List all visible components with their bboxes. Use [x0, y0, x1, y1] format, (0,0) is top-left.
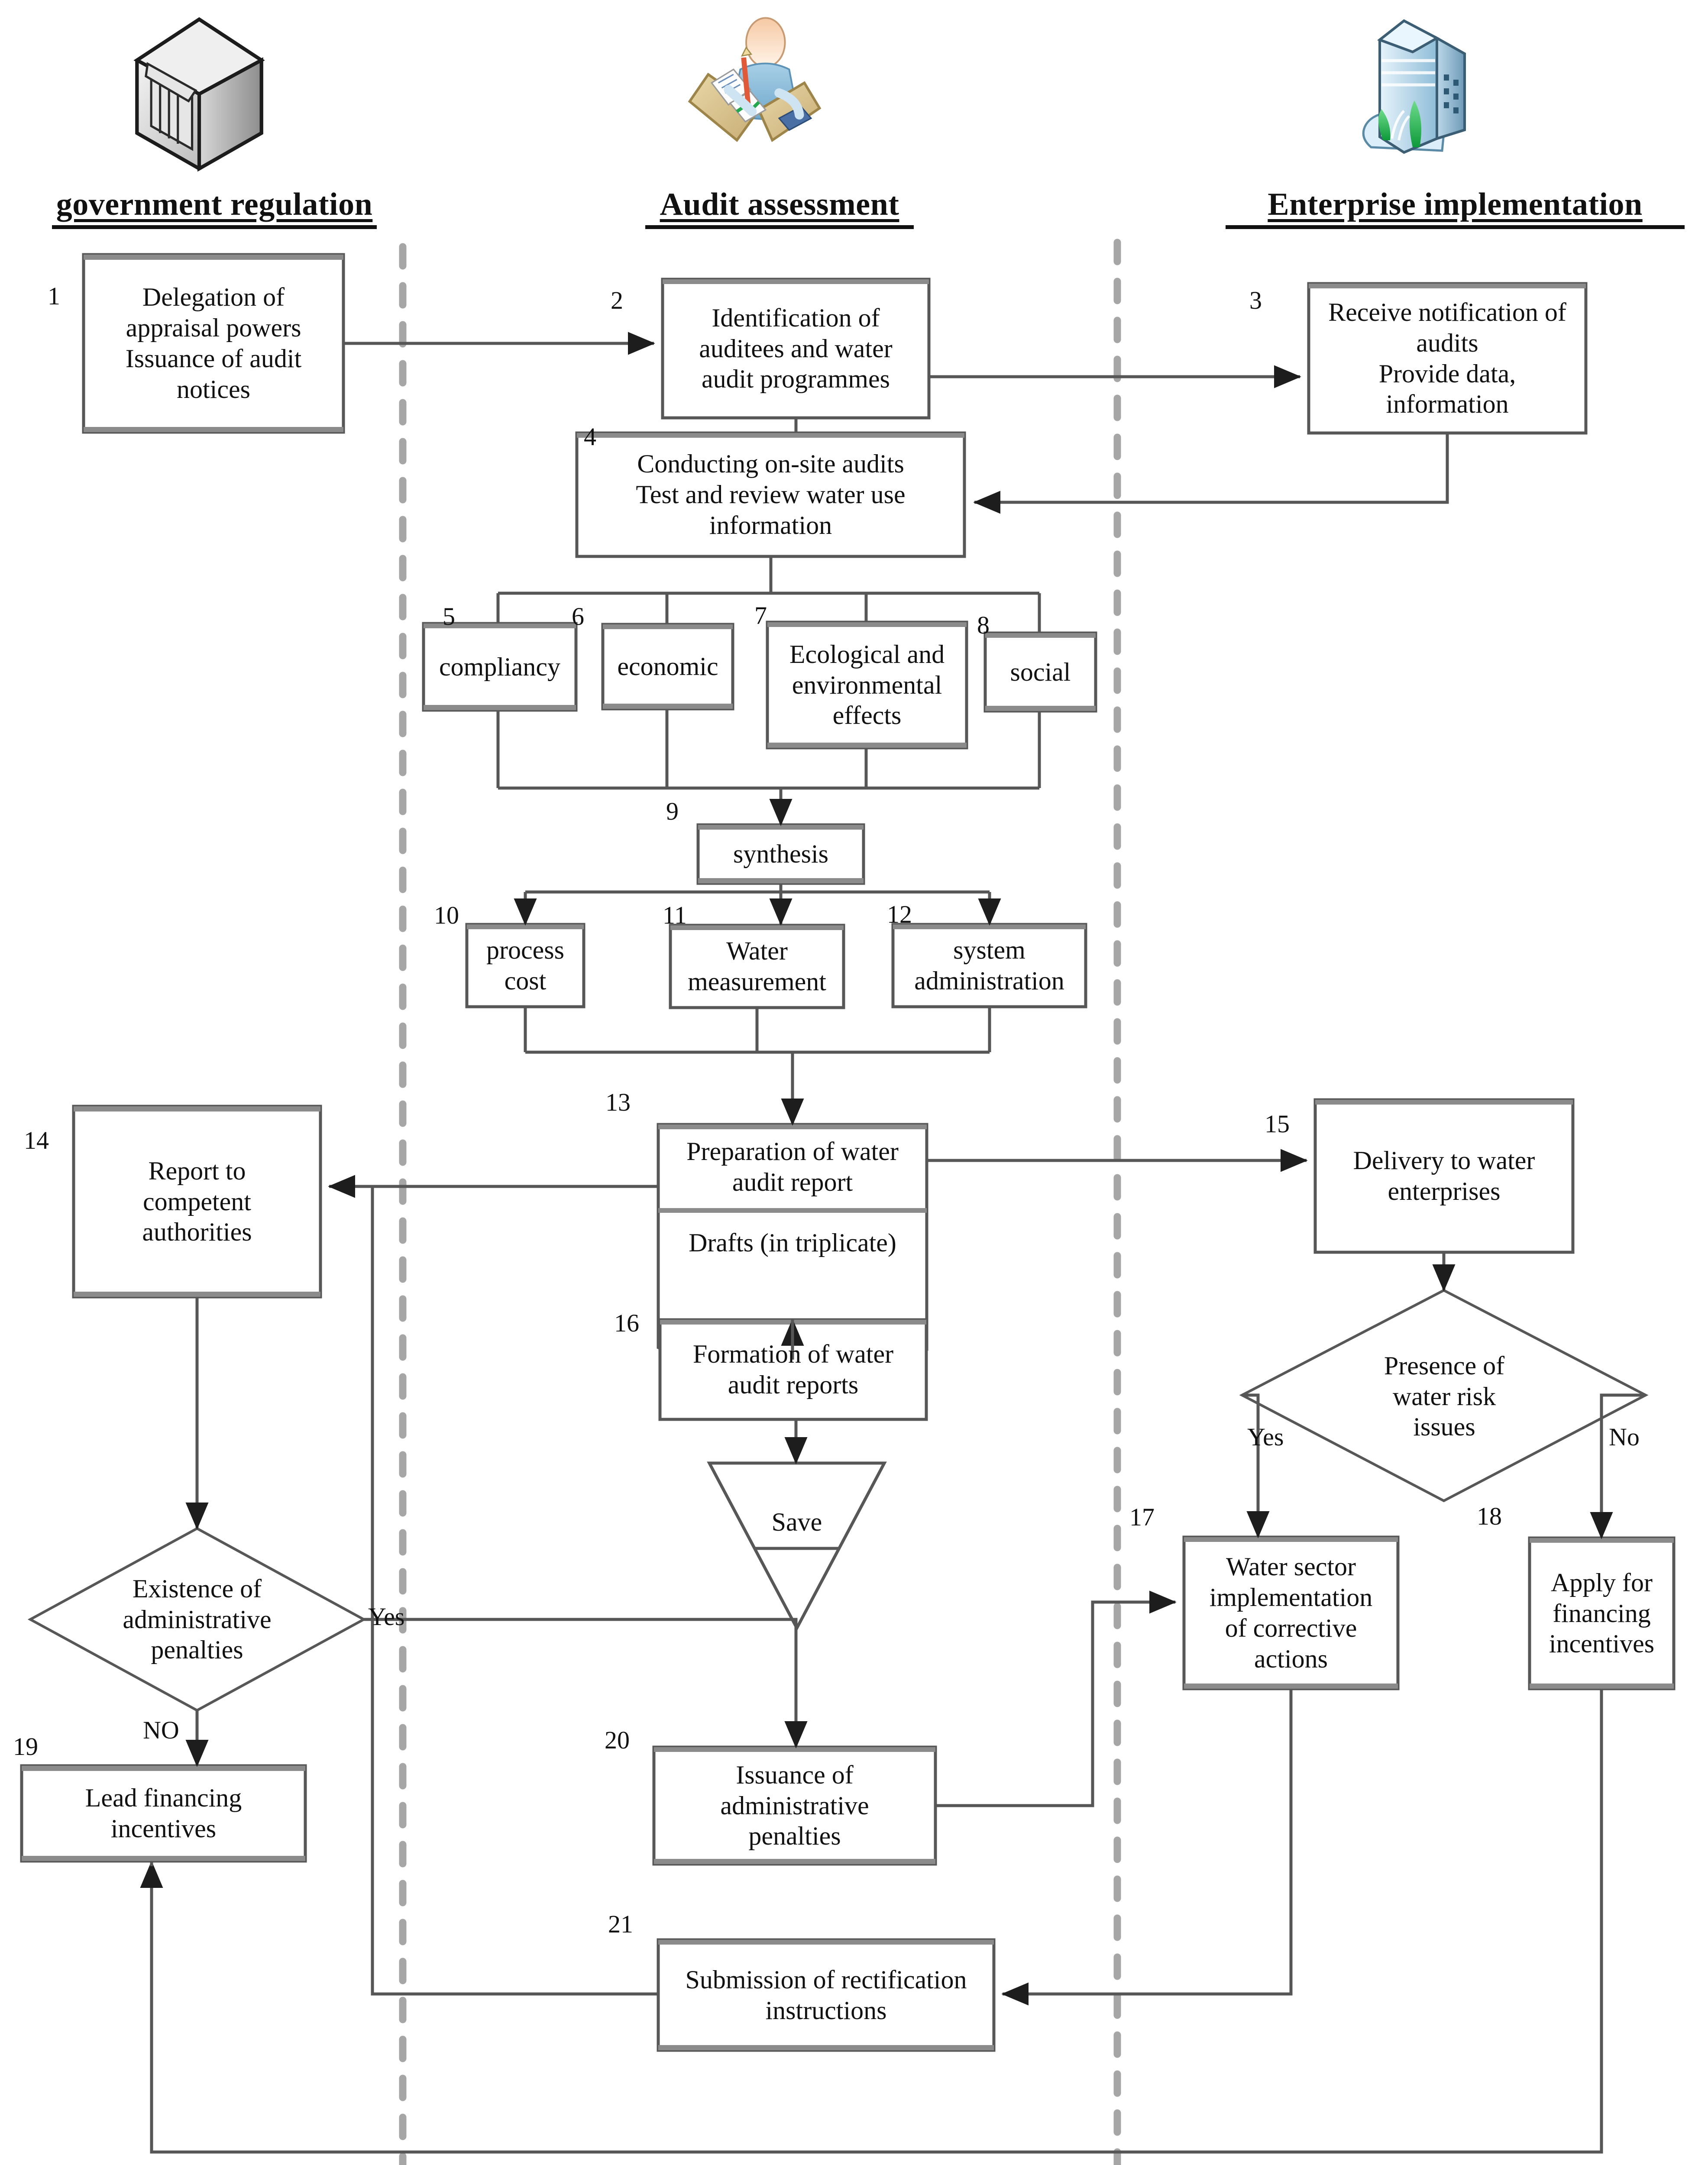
edge-21-to-14: [371, 1186, 658, 1996]
node-18-shape: [1528, 1536, 1676, 1690]
node-17-shape: [1182, 1535, 1400, 1690]
edge-risk-yes-to-17: [1242, 1393, 1270, 1538]
step-number-1: 1: [48, 282, 60, 310]
step-number-16: 16: [614, 1309, 639, 1337]
node-12-shape: [891, 923, 1087, 1008]
step-number-20: 20: [605, 1726, 630, 1754]
edge-risk-no-to-18: [1590, 1393, 1646, 1539]
node-21-shape: [657, 1938, 996, 2052]
node-2-shape: [661, 278, 931, 420]
lane-title-audit-assessment: Audit assessment: [660, 187, 899, 222]
step-number-2: 2: [611, 286, 623, 314]
edge-17-to-21: [1001, 1689, 1293, 2006]
node-6-shape: [601, 623, 734, 711]
lane-title-enterprise-implementation: Enterprise implementation: [1268, 187, 1643, 222]
edge-label-penalty-yes: Yes: [368, 1603, 405, 1631]
step-number-12: 12: [887, 900, 912, 928]
node-14-shape: [72, 1105, 322, 1299]
auditor-at-desk-icon: [676, 9, 849, 169]
edge-penalty-yes: [364, 1618, 808, 1748]
step-number-15: 15: [1265, 1110, 1290, 1138]
step-number-7: 7: [754, 601, 767, 630]
step-number-5: 5: [443, 602, 455, 630]
penalty-decision-shape: [27, 1527, 367, 1712]
node-7-shape: [766, 620, 968, 750]
node-5-shape: [422, 622, 578, 712]
step-number-18: 18: [1477, 1502, 1502, 1530]
node-4-shape: [575, 431, 966, 558]
node-3-shape: [1307, 282, 1588, 435]
node-19-shape: [20, 1764, 307, 1863]
edge-3-to-4: [973, 433, 1449, 514]
box-bevels: [22, 255, 1674, 2050]
connectors: [140, 332, 1646, 2154]
node-1-shape: [82, 253, 345, 434]
step-number-9: 9: [666, 797, 679, 825]
edge-label-penalty-no: NO: [143, 1716, 179, 1744]
node-10-shape: [465, 923, 586, 1008]
edge-20-to-17: [935, 1590, 1177, 1807]
step-number-4: 4: [584, 423, 596, 451]
office-tower-icon: [1330, 9, 1485, 173]
edge-18-to-19: [140, 1689, 1603, 2154]
node-20-shape: [652, 1745, 937, 1866]
edge-label-risk-no: No: [1609, 1423, 1640, 1451]
node-11-shape: [669, 924, 845, 1009]
step-number-8: 8: [977, 611, 990, 639]
step-number-19: 19: [13, 1732, 38, 1761]
step-number-17: 17: [1129, 1503, 1155, 1531]
lane-title-government-regulation: government regulation: [56, 187, 373, 222]
node-9-shape: [696, 823, 865, 885]
node-15-shape: [1313, 1098, 1575, 1254]
step-number-10: 10: [434, 901, 459, 929]
bank-building-icon: [108, 9, 290, 178]
step-number-6: 6: [572, 602, 584, 630]
step-number-14: 14: [24, 1126, 49, 1154]
save-triangle-shape: [707, 1461, 887, 1632]
node-8-shape: [983, 631, 1097, 713]
step-number-11: 11: [663, 901, 687, 929]
step-number-13: 13: [605, 1088, 631, 1116]
edge-label-risk-yes: Yes: [1247, 1423, 1284, 1451]
lane-title-underlines: [52, 225, 1685, 229]
step-number-3: 3: [1249, 286, 1262, 314]
step-number-21: 21: [608, 1910, 633, 1938]
risk-decision-shape: [1239, 1289, 1649, 1503]
